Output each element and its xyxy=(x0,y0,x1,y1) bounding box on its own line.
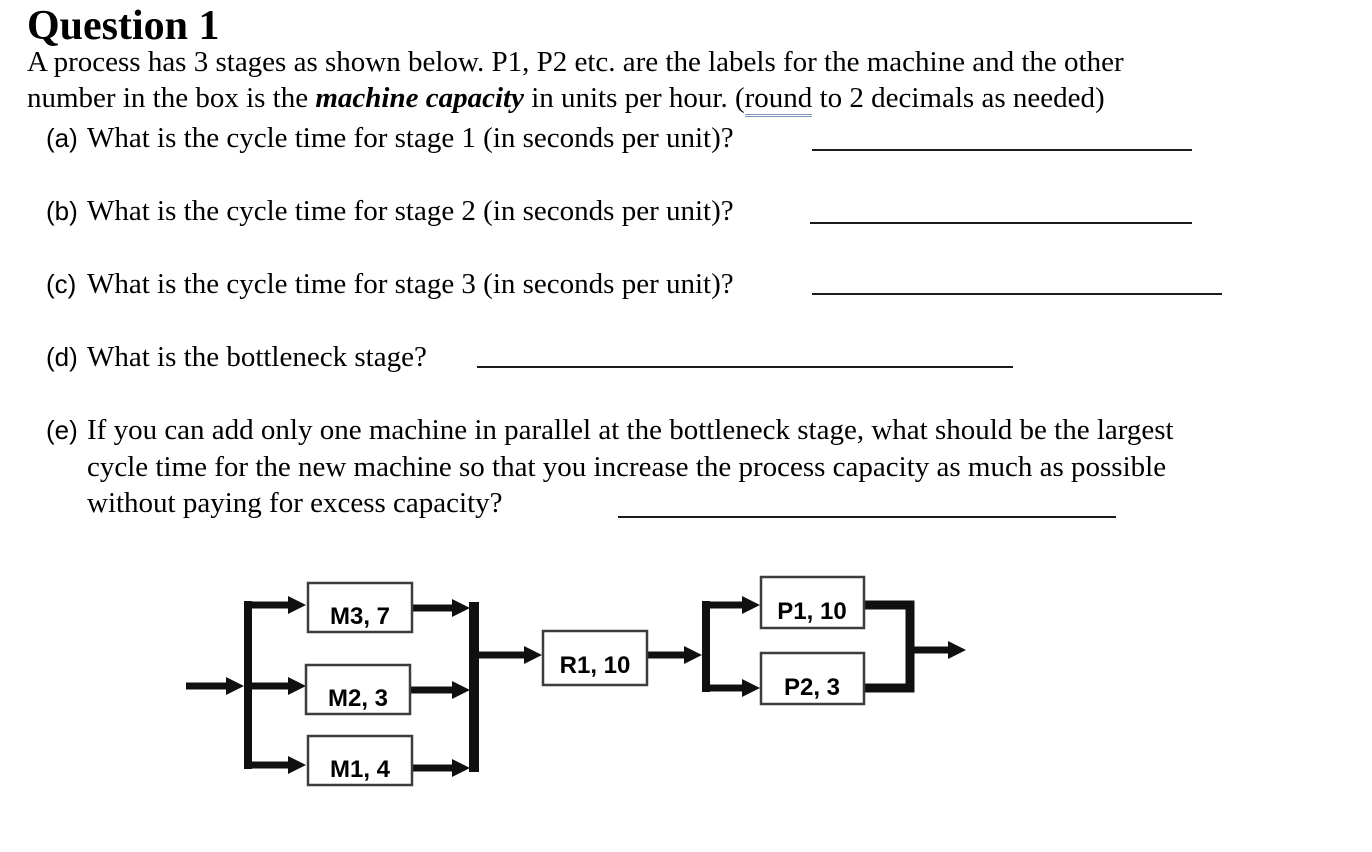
arrowhead-to-r1 xyxy=(524,646,542,664)
arrowhead-branch-p2 xyxy=(742,679,760,697)
question-row-a: (a) What is the cycle time for stage 1 (i… xyxy=(46,120,734,156)
machine-box-m2 xyxy=(304,663,412,716)
machine-label-m2: M2, 3 xyxy=(328,685,388,712)
arrowhead-output xyxy=(948,641,966,659)
page-title: Question 1 xyxy=(27,3,220,49)
machine-label-m1: M1, 4 xyxy=(330,756,391,783)
question-text-e: If you can add only one machine in paral… xyxy=(87,412,1174,522)
merge-bracket-stage3 xyxy=(864,600,915,693)
answer-blank-c xyxy=(812,293,1222,295)
arrowhead-branch-m3 xyxy=(288,596,306,614)
machine-label-p1: P1, 10 xyxy=(777,598,846,625)
question-marker-d: (d) xyxy=(46,342,78,372)
machine-label-r1: R1, 10 xyxy=(560,652,631,679)
grammar-underlined-word: round xyxy=(744,82,813,117)
answer-blank-e xyxy=(618,516,1116,518)
intro-line2-pre: number in the box is the xyxy=(27,82,316,114)
intro-line2-post: to 2 decimals as needed) xyxy=(812,82,1105,114)
question-marker-c: (c) xyxy=(46,269,77,299)
question-text-d: What is the bottleneck stage? xyxy=(87,341,427,373)
question-text-b: What is the cycle time for stage 2 (in s… xyxy=(87,195,734,227)
question-text-a: What is the cycle time for stage 1 (in s… xyxy=(87,122,734,154)
question-row-c: (c) What is the cycle time for stage 3 (i… xyxy=(46,266,734,302)
arrowhead-m2-out xyxy=(452,681,470,699)
arrowhead-branch-p1 xyxy=(742,596,760,614)
arrowhead-m3-out xyxy=(452,599,470,617)
machine-box-p1 xyxy=(759,575,866,630)
question-row-b: (b) What is the cycle time for stage 2 (i… xyxy=(46,193,734,229)
question-marker-b: (b) xyxy=(46,196,78,226)
arrowhead-input xyxy=(226,677,244,695)
machine-box-m3 xyxy=(306,581,414,634)
question-row-d: (d) What is the bottleneck stage? xyxy=(46,339,427,375)
intro-line-1: A process has 3 stages as shown below. P… xyxy=(27,46,1124,78)
intro-line2-mid: in units per hour. ( xyxy=(523,82,745,114)
machine-capacity-emphasis: machine capacity xyxy=(315,82,524,114)
machine-box-p2 xyxy=(759,651,866,706)
question-e-line-1: If you can add only one machine in paral… xyxy=(87,414,1174,446)
intro-paragraph: A process has 3 stages as shown below. P… xyxy=(27,44,1124,117)
question-marker-a: (a) xyxy=(46,123,78,153)
question-e-line-3: without paying for excess capacity? xyxy=(87,487,503,519)
intro-line-2: number in the box is the machine capacit… xyxy=(27,80,1124,117)
machine-box-m1 xyxy=(306,734,414,787)
arrowhead-branch-m1 xyxy=(288,756,306,774)
question-marker-e: (e) xyxy=(46,415,78,445)
arrowhead-r1-out xyxy=(684,646,702,664)
machine-label-m3: M3, 7 xyxy=(330,603,390,630)
arrowhead-m1-out xyxy=(452,759,470,777)
answer-blank-a xyxy=(812,149,1192,151)
answer-blank-d xyxy=(477,366,1013,368)
answer-blank-b xyxy=(810,222,1192,224)
arrowhead-branch-m2 xyxy=(288,677,306,695)
machine-label-p2: P2, 3 xyxy=(784,674,840,701)
question-text-c: What is the cycle time for stage 3 (in s… xyxy=(87,268,734,300)
question-e-line-2: cycle time for the new machine so that y… xyxy=(87,450,1167,483)
machine-box-r1 xyxy=(541,629,649,687)
